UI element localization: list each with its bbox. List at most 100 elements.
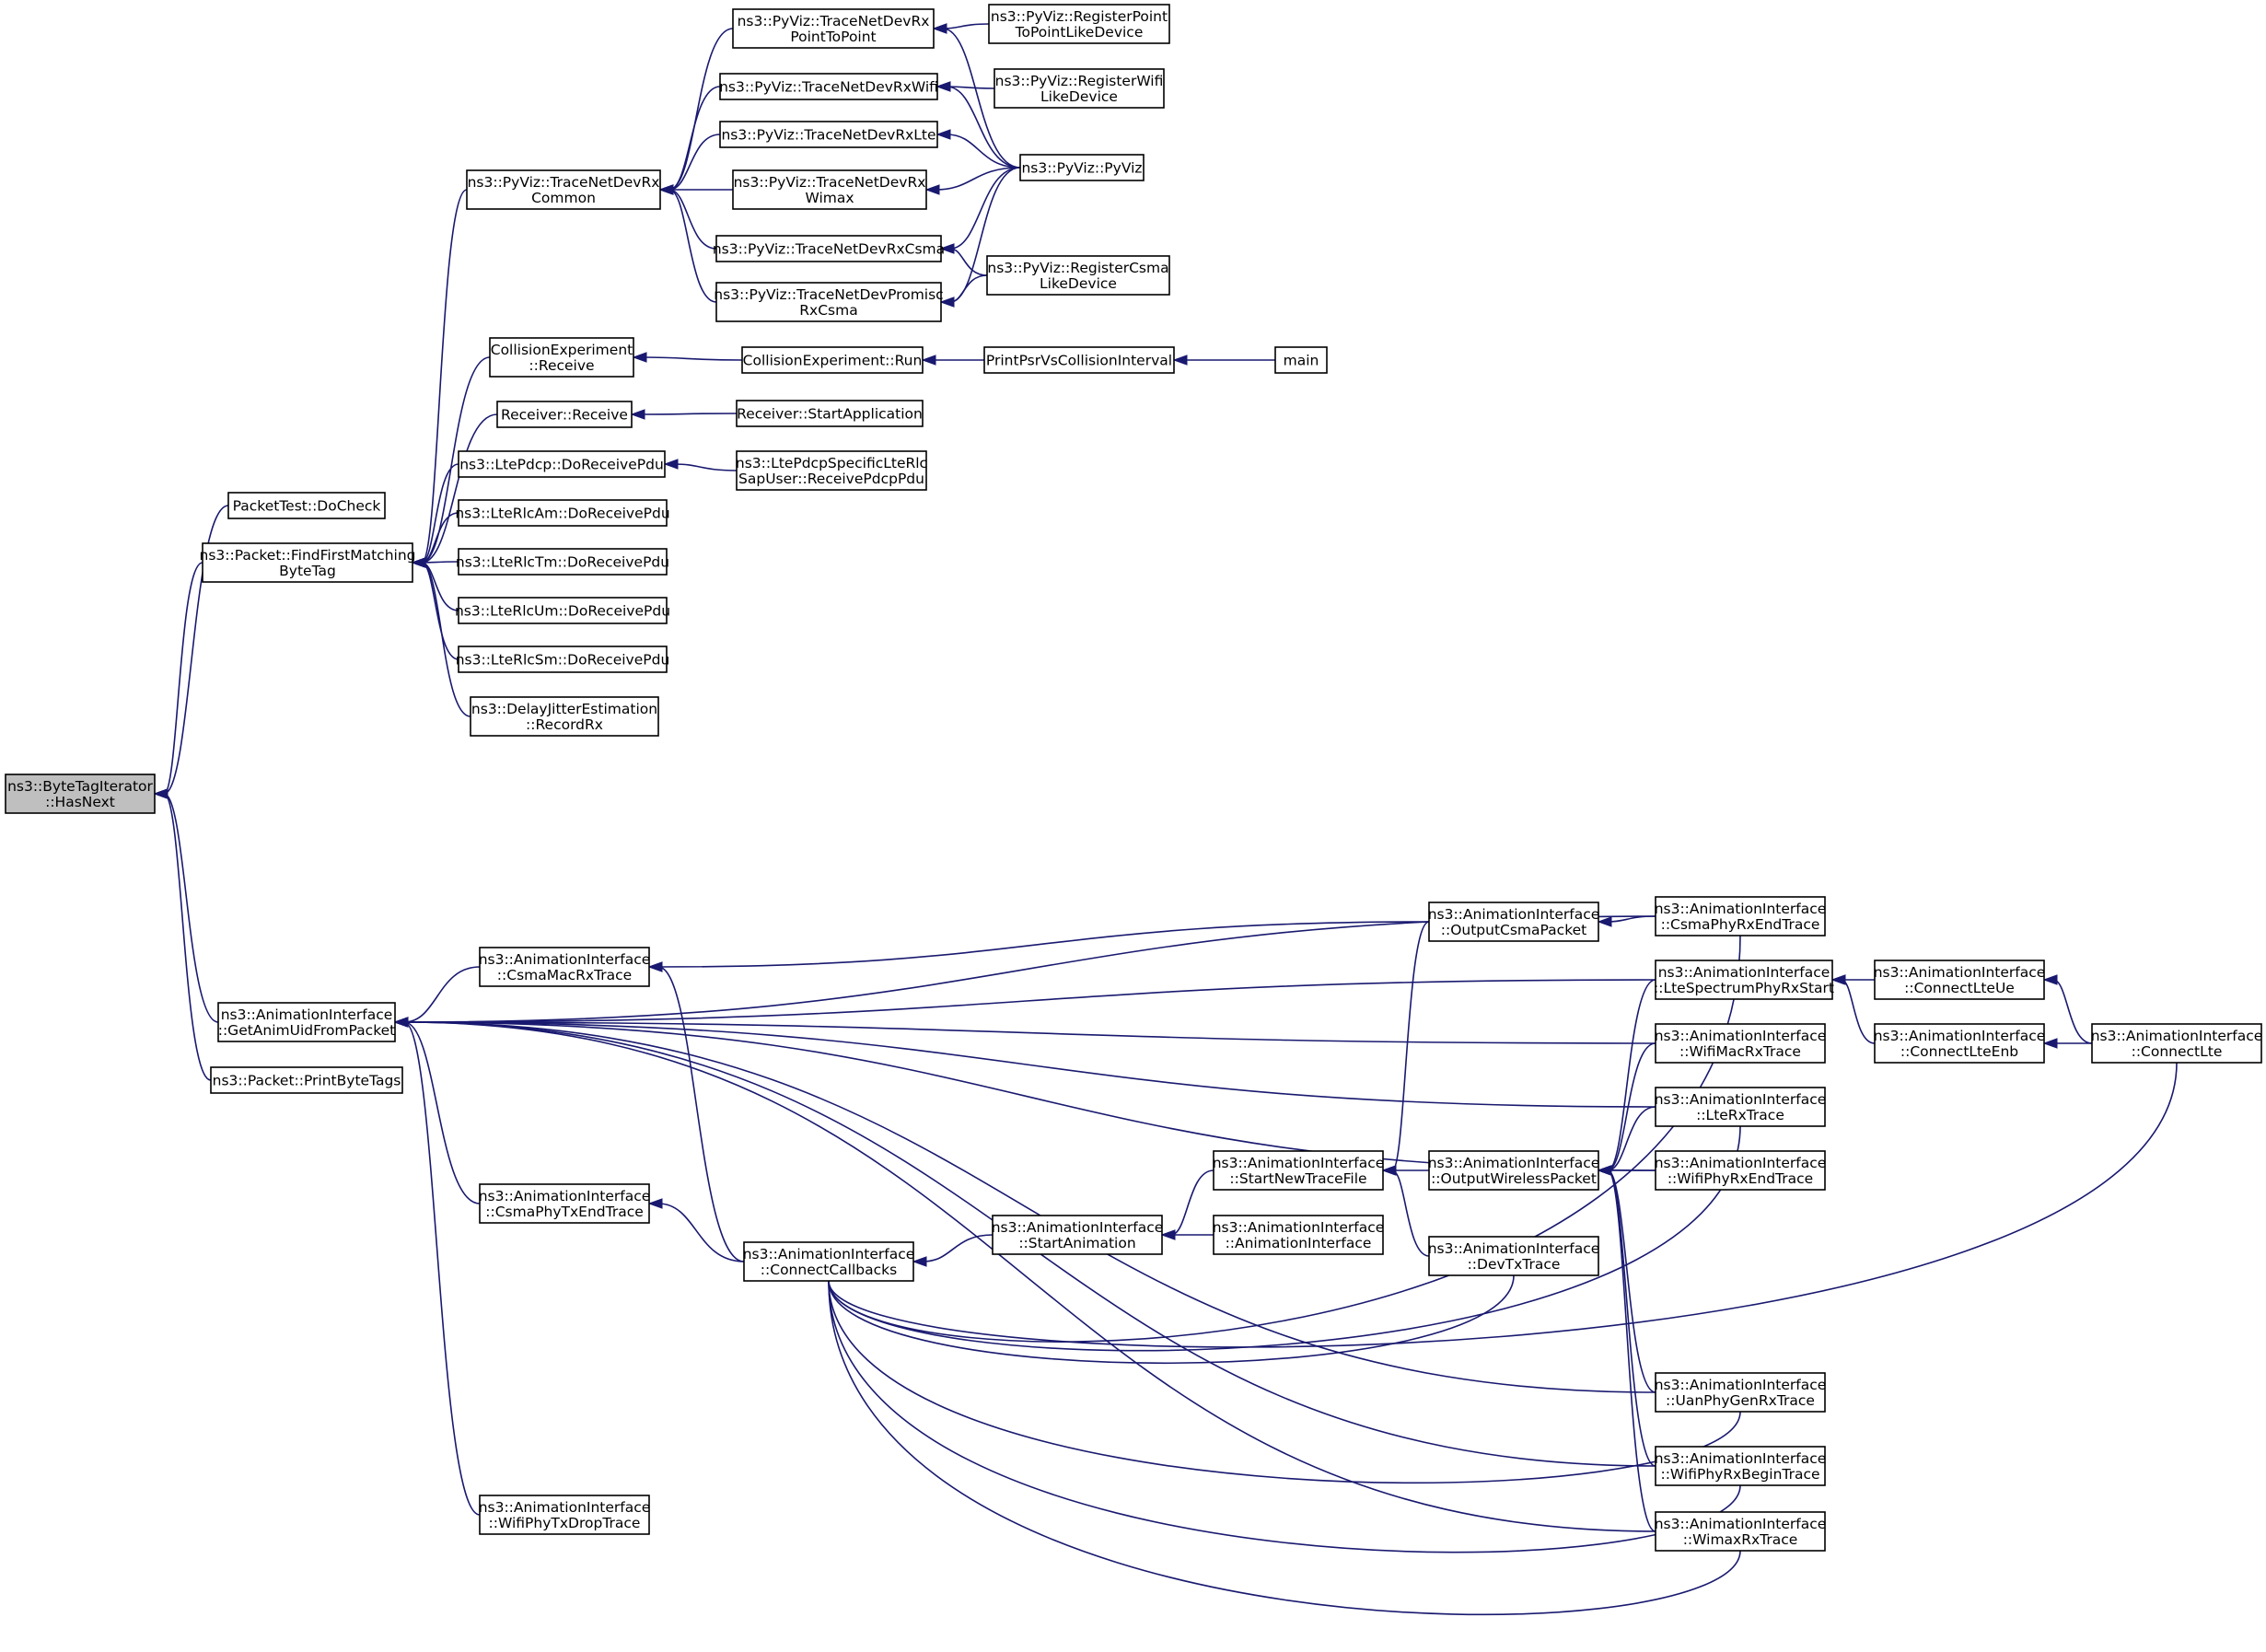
node-box-devtx [1428,1236,1599,1276]
node-label-lterlcam-line-0: ns3::LteRlcAm::DoReceivePdu [455,506,669,522]
node-delayjitter[interactable]: ns3::DelayJitterEstimation::RecordRx [470,696,659,737]
node-animinterface[interactable]: ns3::AnimationInterface::AnimationInterf… [1213,1215,1385,1255]
node-box-connectlteenb [1874,1023,2045,1064]
node-label-rxwimax-line-0: ns3::PyViz::TraceNetDevRx [734,174,926,191]
edge-outputwireless-to-wimaxrx [1607,1169,1656,1532]
node-box-animinterface [1213,1215,1384,1255]
node-box-rxlte [719,121,938,148]
arrowhead-connectlteenb-to-connectlte [2042,1038,2058,1049]
node-pdcpspecific[interactable]: ns3::LtePdcpSpecificLteRlcSapUser::Recei… [736,450,927,491]
node-collrun[interactable]: CollisionExperiment::Run [741,346,924,374]
node-csmaphytxend[interactable]: ns3::AnimationInterface::CsmaPhyTxEndTra… [479,1183,651,1224]
edge-root-to-printbytetags [163,793,212,1081]
node-rxwifi[interactable]: ns3::PyViz::TraceNetDevRxWifi [719,73,938,100]
node-label-rxlte-line-0: ns3::PyViz::TraceNetDevRxLte [721,127,935,144]
node-wifiphytxdrop[interactable]: ns3::AnimationInterface::WifiPhyTxDropTr… [479,1495,651,1535]
node-box-outputwireless [1428,1150,1599,1191]
node-root[interactable]: ns3::ByteTagIterator::HasNext [5,774,156,814]
node-ltespectrum[interactable]: ns3::AnimationInterface::LteSpectrumPhyR… [1654,960,1834,1000]
node-label-ltrx-line-0: ns3::AnimationInterface [1655,1091,1827,1108]
node-box-regwifi [994,68,1165,109]
node-lterlcsm[interactable]: ns3::LteRlcSm::DoReceivePdu [456,646,670,673]
node-printpsr[interactable]: PrintPsrVsCollisionInterval [983,346,1175,374]
edge-startnewtrace-to-devtx [1391,1169,1430,1257]
node-box-rxcsma [715,235,942,262]
node-packettest[interactable]: PacketTest::DoCheck [227,492,386,519]
node-label-pdcpspecific-line-0: ns3::LtePdcpSpecificLteRlc [736,455,927,471]
node-box-printpsr [983,346,1175,374]
node-box-rxcommon [466,169,661,210]
node-regp2p[interactable]: ns3::PyViz::RegisterPointToPointLikeDevi… [988,4,1170,44]
node-csmaphyrxend[interactable]: ns3::AnimationInterface::CsmaPhyRxEndTra… [1655,896,1827,937]
node-label-wifiphytxdrop-line-0: ns3::AnimationInterface [479,1499,651,1516]
node-label-getanimuid-line-0: ns3::AnimationInterface [221,1006,393,1023]
node-lterlctm[interactable]: ns3::LteRlcTm::DoReceivePdu [456,548,669,576]
node-label-rxp2p-line-1: PointToPoint [790,29,876,45]
node-wifimacrx[interactable]: ns3::AnimationInterface::WifiMacRxTrace [1655,1023,1827,1064]
node-label-wifiphyrxbegin-line-1: ::WifiPhyRxBeginTrace [1660,1466,1819,1483]
node-getanimuid[interactable]: ns3::AnimationInterface::GetAnimUidFromP… [217,1002,396,1042]
node-pyviz[interactable]: ns3::PyViz::PyViz [1019,154,1145,181]
node-label-getanimuid-line-1: ::GetAnimUidFromPacket [218,1022,396,1039]
node-box-csmaphyrxend [1655,896,1826,937]
node-printbytetags[interactable]: ns3::Packet::PrintByteTags [210,1066,403,1094]
node-label-delayjitter-line-1: ::RecordRx [526,716,603,733]
node-ltrx[interactable]: ns3::AnimationInterface::LteRxTrace [1655,1087,1827,1127]
edge-getanimuid-to-wimaxrx [403,1021,1656,1532]
node-label-collrecv-line-1: ::Receive [529,357,594,374]
node-label-lterlcsm-line-0: ns3::LteRlcSm::DoReceivePdu [456,652,670,669]
edge-rxwimax-to-pyviz [935,167,1021,191]
node-recvrecv[interactable]: Receiver::Receive [496,401,633,428]
node-box-ltrx [1655,1087,1826,1127]
node-label-findfirst-line-0: ns3::Packet::FindFirstMatching [200,547,416,564]
node-label-wifiphyrxend-line-0: ns3::AnimationInterface [1655,1155,1827,1171]
node-wimaxrx[interactable]: ns3::AnimationInterface::WimaxRxTrace [1655,1511,1827,1552]
node-label-rxwimax-line-1: Wimax [805,190,854,206]
node-box-regcsma [986,255,1170,296]
node-rxlte[interactable]: ns3::PyViz::TraceNetDevRxLte [719,121,938,148]
node-lterlcam[interactable]: ns3::LteRlcAm::DoReceivePdu [455,499,670,527]
edge-getanimuid-to-ltrx [403,1021,1656,1108]
node-label-startnewtrace-line-1: ::StartNewTraceFile [1229,1170,1366,1187]
edge-rxp2p-to-pyviz [942,28,1021,169]
node-lterlcum[interactable]: ns3::LteRlcUm::DoReceivePdu [455,597,670,624]
node-startnewtrace[interactable]: ns3::AnimationInterface::StartNewTraceFi… [1213,1150,1385,1191]
node-label-csmaphyrxend-line-0: ns3::AnimationInterface [1655,901,1827,917]
edge-connectlteue-to-connectlte [2052,979,2093,1044]
node-box-lterlcum [458,597,668,624]
node-connectlte[interactable]: ns3::AnimationInterface::ConnectLte [2091,1023,2263,1064]
node-label-printbytetags-line-0: ns3::Packet::PrintByteTags [213,1073,401,1089]
node-wifiphyrxend[interactable]: ns3::AnimationInterface::WifiPhyRxEndTra… [1655,1150,1827,1191]
node-label-root-line-0: ns3::ByteTagIterator [7,778,153,795]
node-connectlteenb[interactable]: ns3::AnimationInterface::ConnectLteEnb [1874,1023,2046,1064]
node-outputwireless[interactable]: ns3::AnimationInterface::OutputWirelessP… [1428,1150,1600,1191]
node-ltepdcp[interactable]: ns3::LtePdcp::DoReceivePdu [458,450,666,478]
edge-outputwireless-to-ltespectrum [1607,979,1656,1171]
edge-collrecv-to-collrun [642,356,743,361]
node-recvstart[interactable]: Receiver::StartApplication [736,400,924,427]
node-connectlteue[interactable]: ns3::AnimationInterface::ConnectLteUe [1874,960,2046,1000]
node-box-csmamacrx [479,947,650,987]
node-csmamacrx[interactable]: ns3::AnimationInterface::CsmaMacRxTrace [479,947,651,987]
edge-connectlte-to-connectcallbacks [828,1062,2178,1348]
node-label-promisc-line-0: ns3::PyViz::TraceNetDevPromisc [714,286,943,303]
node-startanimation[interactable]: ns3::AnimationInterface::StartAnimation [992,1215,1164,1255]
node-uanphy[interactable]: ns3::AnimationInterface::UanPhyGenRxTrac… [1655,1372,1827,1413]
node-wifiphyrxbegin[interactable]: ns3::AnimationInterface::WifiPhyRxBeginT… [1655,1446,1827,1486]
node-box-csmaphytxend [479,1183,650,1224]
node-collrecv[interactable]: CollisionExperiment::Receive [489,337,634,378]
node-devtx[interactable]: ns3::AnimationInterface::DevTxTrace [1428,1236,1600,1276]
node-outputcsma[interactable]: ns3::AnimationInterface::OutputCsmaPacke… [1428,902,1600,942]
node-rxcsma[interactable]: ns3::PyViz::TraceNetDevRxCsma [713,235,945,262]
node-connectcallbacks[interactable]: ns3::AnimationInterface::ConnectCallback… [743,1241,915,1282]
node-label-connectlteue-line-1: ::ConnectLteUe [1904,980,2015,996]
node-box-recvrecv [496,401,633,428]
node-main[interactable]: main [1274,346,1328,374]
